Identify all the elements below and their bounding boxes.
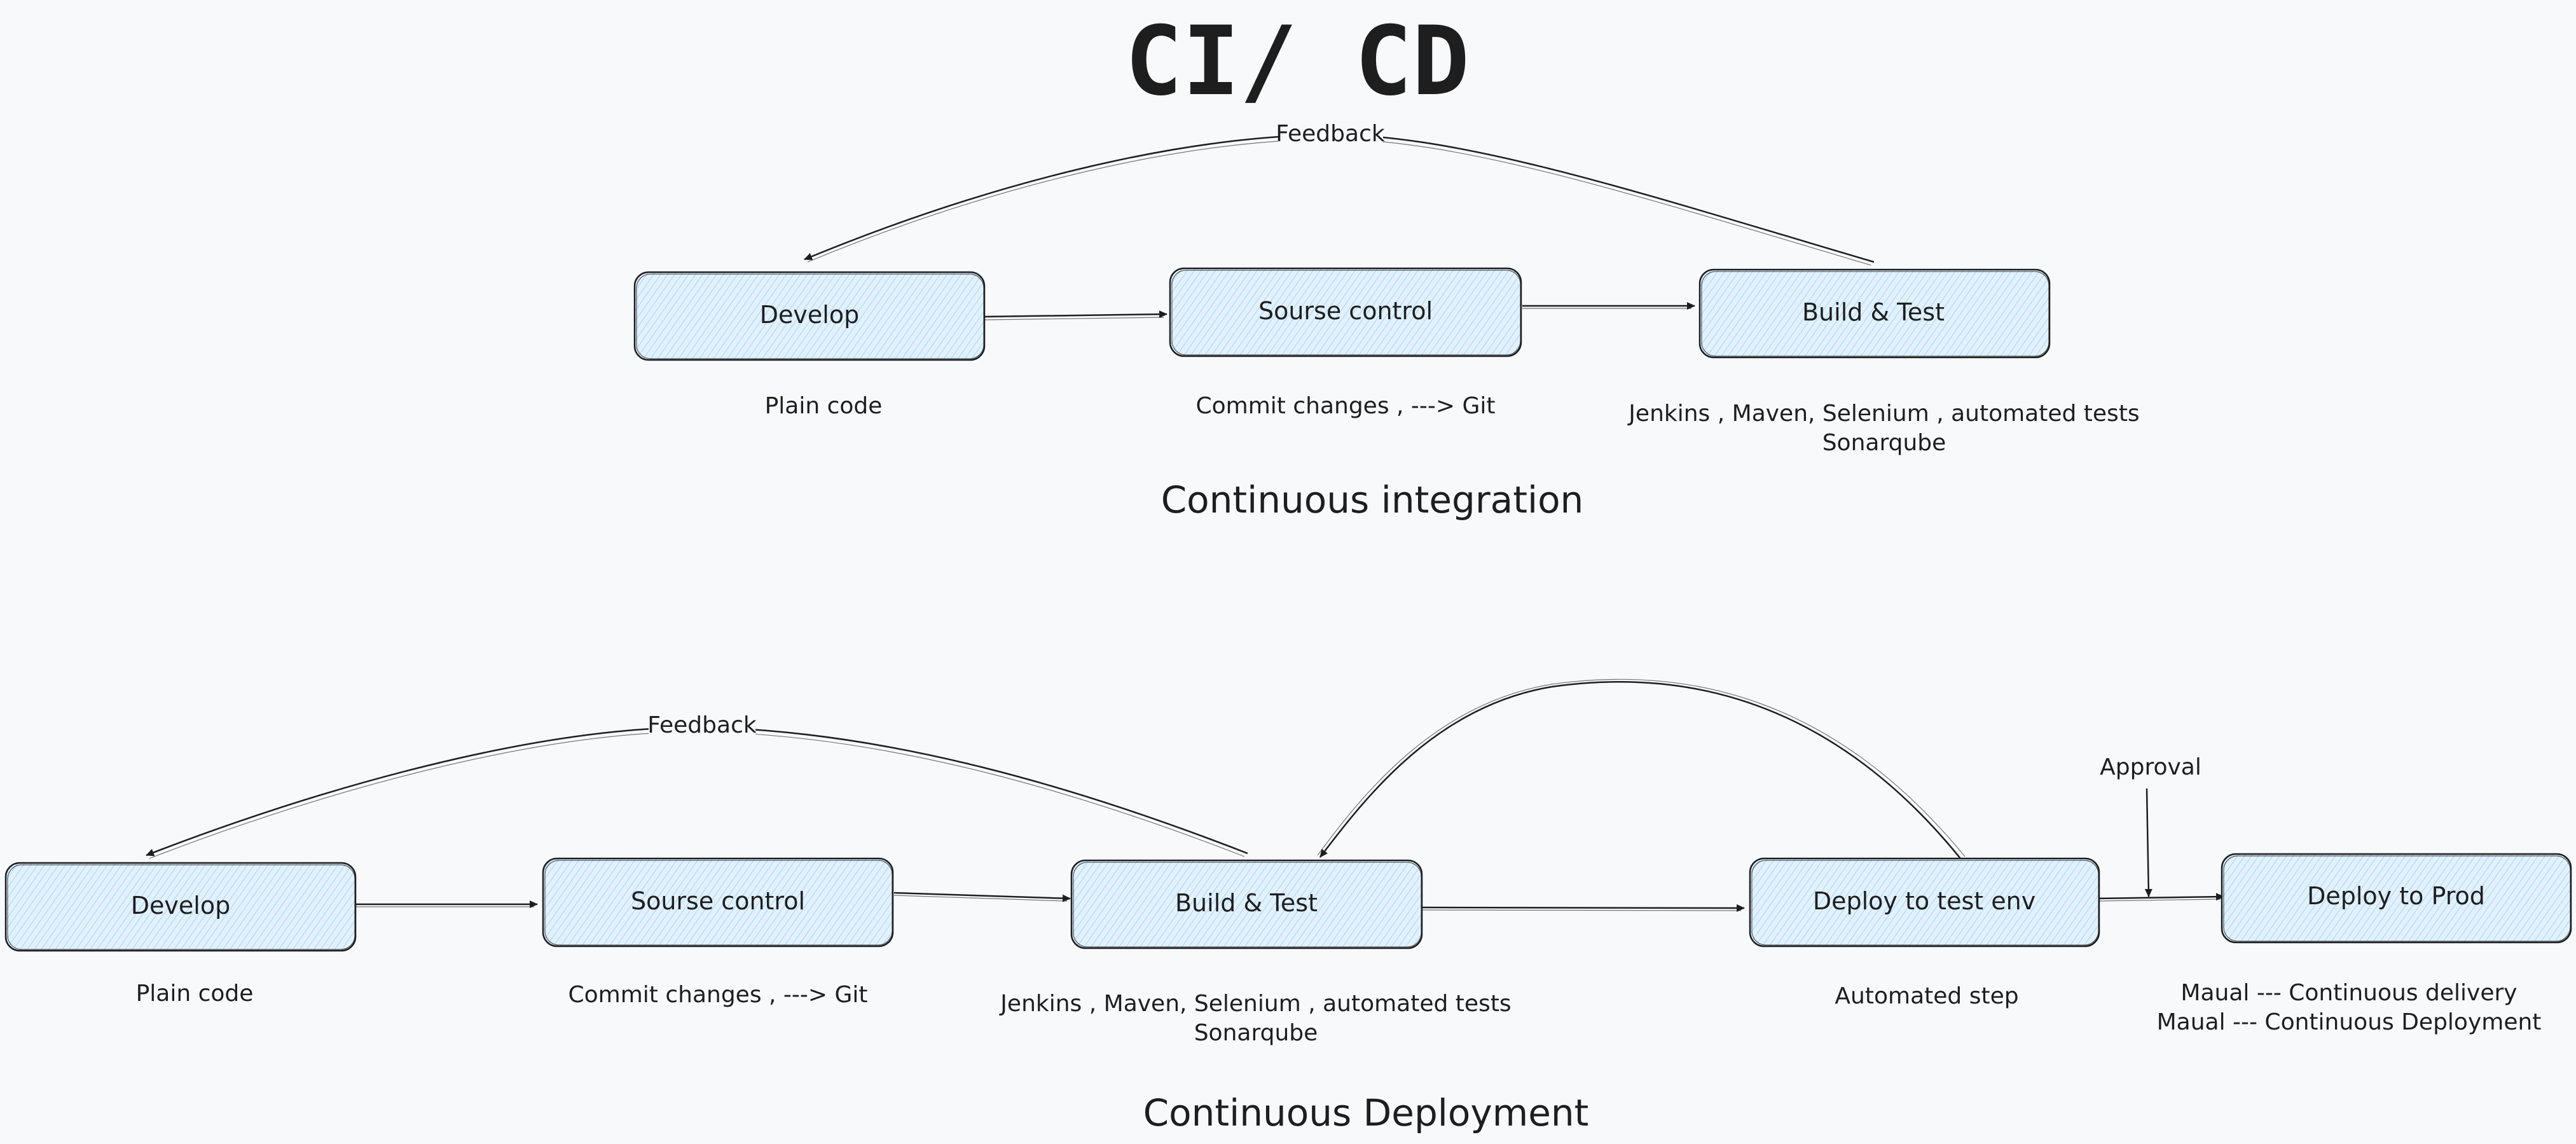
- cd-caption-build-test-2: Sonarqube: [1194, 1020, 1318, 1046]
- cd-node-source-control[interactable]: Sourse control: [542, 857, 894, 948]
- ci-caption-source-control: Commit changes , ---> Git: [1195, 393, 1495, 419]
- cd-node-develop[interactable]: Develop: [4, 862, 357, 952]
- edge-ci-feedback: [804, 134, 1875, 263]
- edge-ci-develop-to-source: [984, 310, 1167, 319]
- cd-caption-deploy-prod-2: Maual --- Continuous Deployment: [2157, 1009, 2542, 1035]
- cd-caption-source-control: Commit changes , ---> Git: [568, 982, 867, 1008]
- cd-caption-build-test-1: Jenkins , Maven, Selenium , automated te…: [999, 991, 1511, 1017]
- edge-cd-deploy-test-to-build: [1319, 681, 1961, 859]
- cd-caption-deploy-prod-1: Maual --- Continuous delivery: [2180, 980, 2517, 1006]
- cd-node-source-control-label: Sourse control: [631, 887, 805, 915]
- cd-node-deploy-test-env[interactable]: Deploy to test env: [1749, 857, 2100, 948]
- cd-approval-label: Approval: [2100, 754, 2201, 780]
- edge-cd-build-to-deploy-test: [1421, 904, 1745, 912]
- ci-node-source-control-label: Sourse control: [1258, 297, 1433, 325]
- edge-cd-feedback: [146, 726, 1248, 857]
- edge-cd-source-to-build: [893, 892, 1071, 902]
- ci-node-develop-label: Develop: [760, 301, 859, 329]
- ci-node-develop[interactable]: Develop: [633, 271, 986, 361]
- cd-node-build-test-label: Build & Test: [1175, 889, 1318, 917]
- cd-node-deploy-prod-label: Deploy to Prod: [2307, 882, 2485, 910]
- cd-node-develop-label: Develop: [131, 892, 230, 920]
- ci-node-build-test[interactable]: Build & Test: [1698, 268, 2051, 359]
- cd-node-deploy-test-env-label: Deploy to test env: [1813, 887, 2035, 915]
- cd-node-build-test[interactable]: Build & Test: [1070, 859, 1423, 949]
- diagram-title: CI/ CD: [1125, 6, 1470, 117]
- ci-section: Feedback Develop Plain code Sourse contr…: [633, 120, 2140, 521]
- ci-heading: Continuous integration: [1161, 478, 1584, 521]
- cd-feedback-label: Feedback: [647, 712, 757, 738]
- edge-cd-approval: [2144, 788, 2152, 897]
- cd-section: Approval Feedback Develop Plain code Sou…: [4, 679, 2572, 1134]
- cd-heading: Continuous Deployment: [1143, 1091, 1589, 1134]
- ci-caption-build-test-1: Jenkins , Maven, Selenium , automated te…: [1627, 401, 2139, 427]
- ci-node-source-control[interactable]: Sourse control: [1169, 267, 1522, 357]
- ci-caption-build-test-2: Sonarqube: [1822, 430, 1946, 456]
- cd-caption-deploy-test-env: Automated step: [1835, 983, 2018, 1009]
- edge-cd-deploy-test-to-prod: [2095, 893, 2224, 901]
- ci-node-build-test-label: Build & Test: [1802, 298, 1945, 326]
- cd-caption-develop: Plain code: [136, 981, 254, 1007]
- ci-feedback-label: Feedback: [1276, 121, 1385, 147]
- ci-caption-develop: Plain code: [765, 393, 883, 419]
- cd-node-deploy-prod[interactable]: Deploy to Prod: [2221, 853, 2572, 944]
